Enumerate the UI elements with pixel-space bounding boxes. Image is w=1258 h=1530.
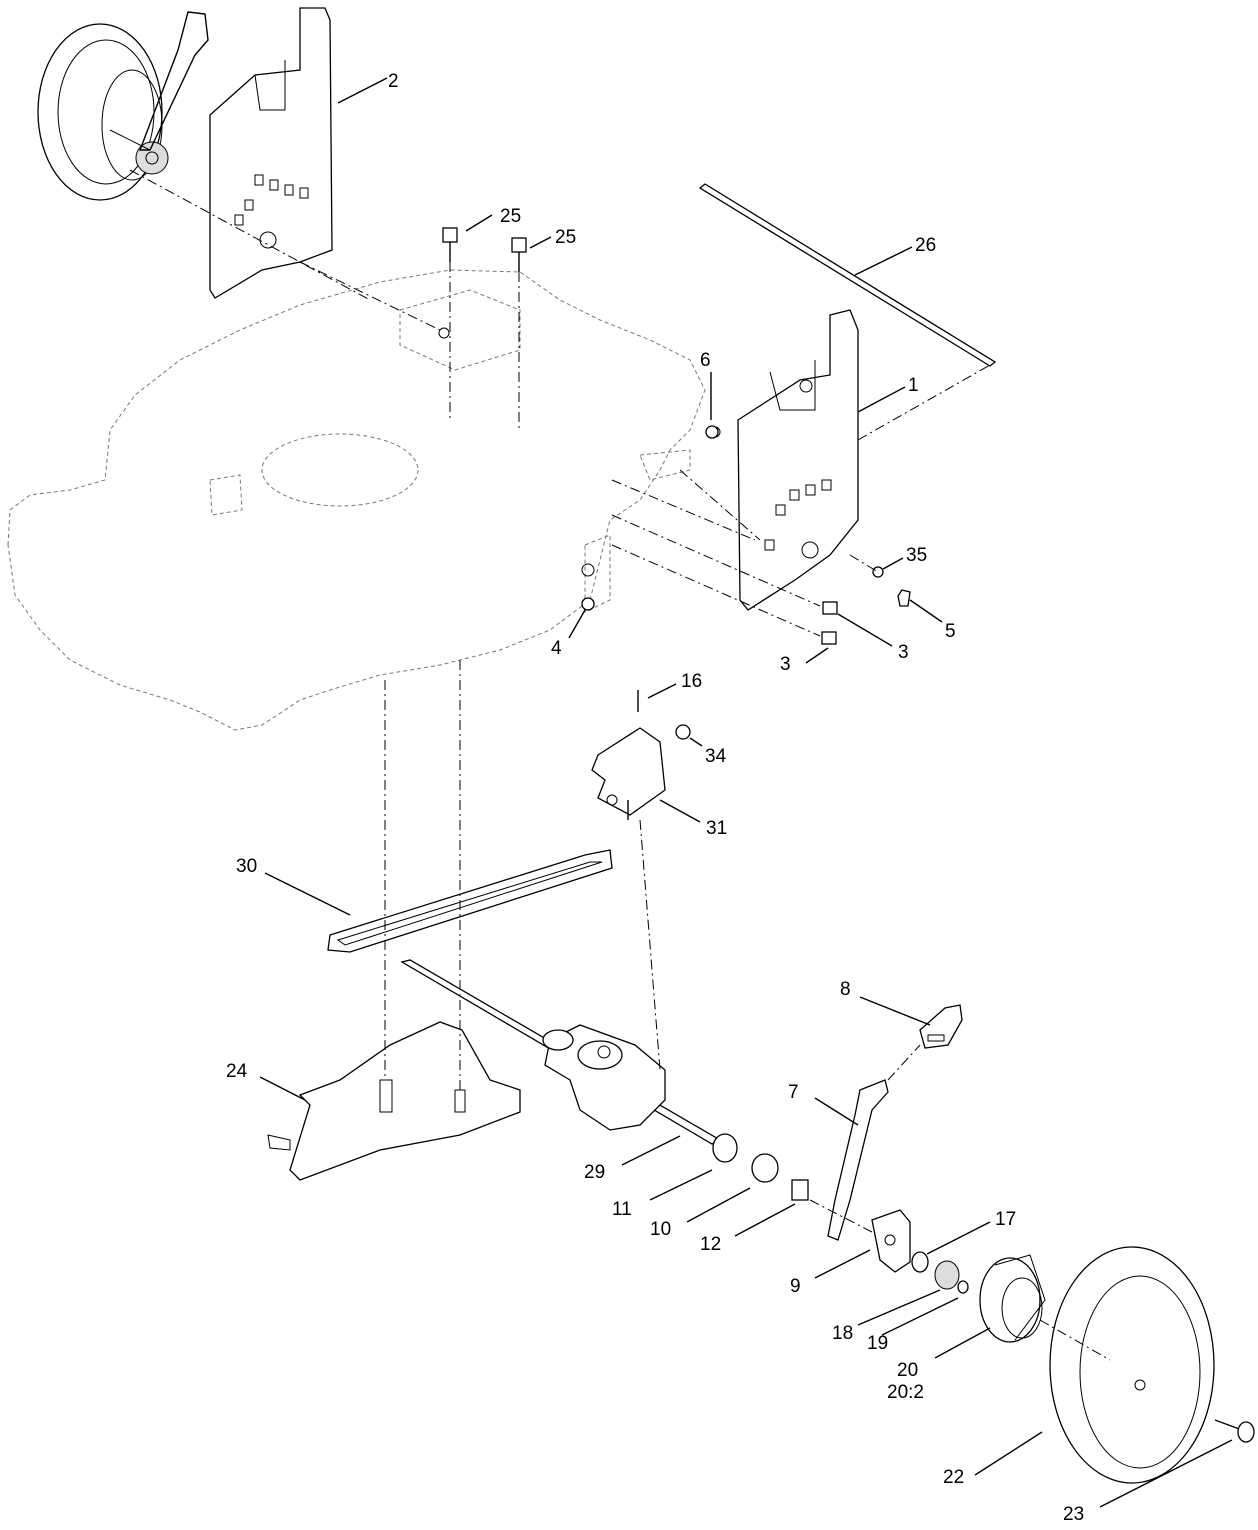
callout-22: 22 xyxy=(943,1467,964,1488)
left-height-adjust-plate xyxy=(209,7,333,299)
pinion-bracket xyxy=(871,1209,911,1273)
nut-6 xyxy=(705,425,719,439)
cable-bracket xyxy=(591,690,691,820)
spacer-12 xyxy=(791,1179,809,1201)
transmission-assembly xyxy=(400,959,722,1145)
callout-23: 23 xyxy=(1063,1504,1084,1525)
callout-31: 31 xyxy=(706,818,727,839)
callout-9: 9 xyxy=(790,1276,801,1297)
bushing-10 xyxy=(751,1153,779,1183)
callout-19: 19 xyxy=(867,1333,888,1354)
bolt-25b xyxy=(511,237,527,272)
left-rear-wheel xyxy=(37,11,209,201)
callout-18: 18 xyxy=(832,1323,853,1344)
callout-11: 11 xyxy=(612,1199,632,1220)
callout-20: 20 xyxy=(897,1360,918,1381)
nut-4 xyxy=(581,597,595,611)
callout-26: 26 xyxy=(915,235,936,256)
right-front-wheel xyxy=(1049,1246,1215,1484)
callout-12: 12 xyxy=(700,1234,721,1255)
retaining-ring-19 xyxy=(957,1280,969,1294)
lever-knob xyxy=(919,1004,963,1049)
drive-cup xyxy=(979,1254,1046,1343)
callout-8: 8 xyxy=(840,979,851,1000)
callout-25b: 25 xyxy=(555,227,576,248)
wheel-bolt xyxy=(1214,1419,1255,1443)
callout-3b: 3 xyxy=(780,654,791,675)
callout-25a: 25 xyxy=(500,206,521,227)
callout-2: 2 xyxy=(388,71,399,92)
leader-lines xyxy=(259,77,1233,1508)
pinion-gear xyxy=(934,1260,960,1290)
bolt-3a xyxy=(822,601,838,615)
callout-1: 1 xyxy=(908,375,919,396)
debris-guard xyxy=(267,1021,521,1181)
drive-belt xyxy=(327,849,613,953)
assembly-lines xyxy=(129,169,1111,1361)
callout-labels: 2 25 25 26 6 1 35 5 4 3 3 16 34 31 30 8 … xyxy=(226,71,1084,1525)
callout-17: 17 xyxy=(995,1209,1016,1230)
right-height-adjust-plate xyxy=(737,309,859,611)
bolt-25a xyxy=(442,227,458,262)
height-lever xyxy=(827,1079,889,1241)
callout-7: 7 xyxy=(788,1082,799,1103)
callout-10: 10 xyxy=(650,1219,671,1240)
mower-deck-outline xyxy=(7,269,721,731)
bolt-5 xyxy=(897,589,911,607)
bearing-11 xyxy=(712,1133,738,1163)
rear-rod xyxy=(698,183,997,367)
callout-6: 6 xyxy=(700,350,711,371)
callout-5: 5 xyxy=(945,621,956,642)
callout-35: 35 xyxy=(906,545,927,566)
callout-29: 29 xyxy=(584,1162,605,1183)
washer-17 xyxy=(911,1251,929,1273)
callout-16: 16 xyxy=(681,671,702,692)
callout-20-2: 20:2 xyxy=(887,1382,924,1403)
bolt-3b xyxy=(821,631,837,645)
callout-24: 24 xyxy=(226,1061,248,1082)
callout-34: 34 xyxy=(705,746,727,767)
callout-3a: 3 xyxy=(898,642,909,663)
callout-30: 30 xyxy=(236,856,257,877)
callout-4: 4 xyxy=(551,638,562,659)
nut-35 xyxy=(872,566,884,578)
